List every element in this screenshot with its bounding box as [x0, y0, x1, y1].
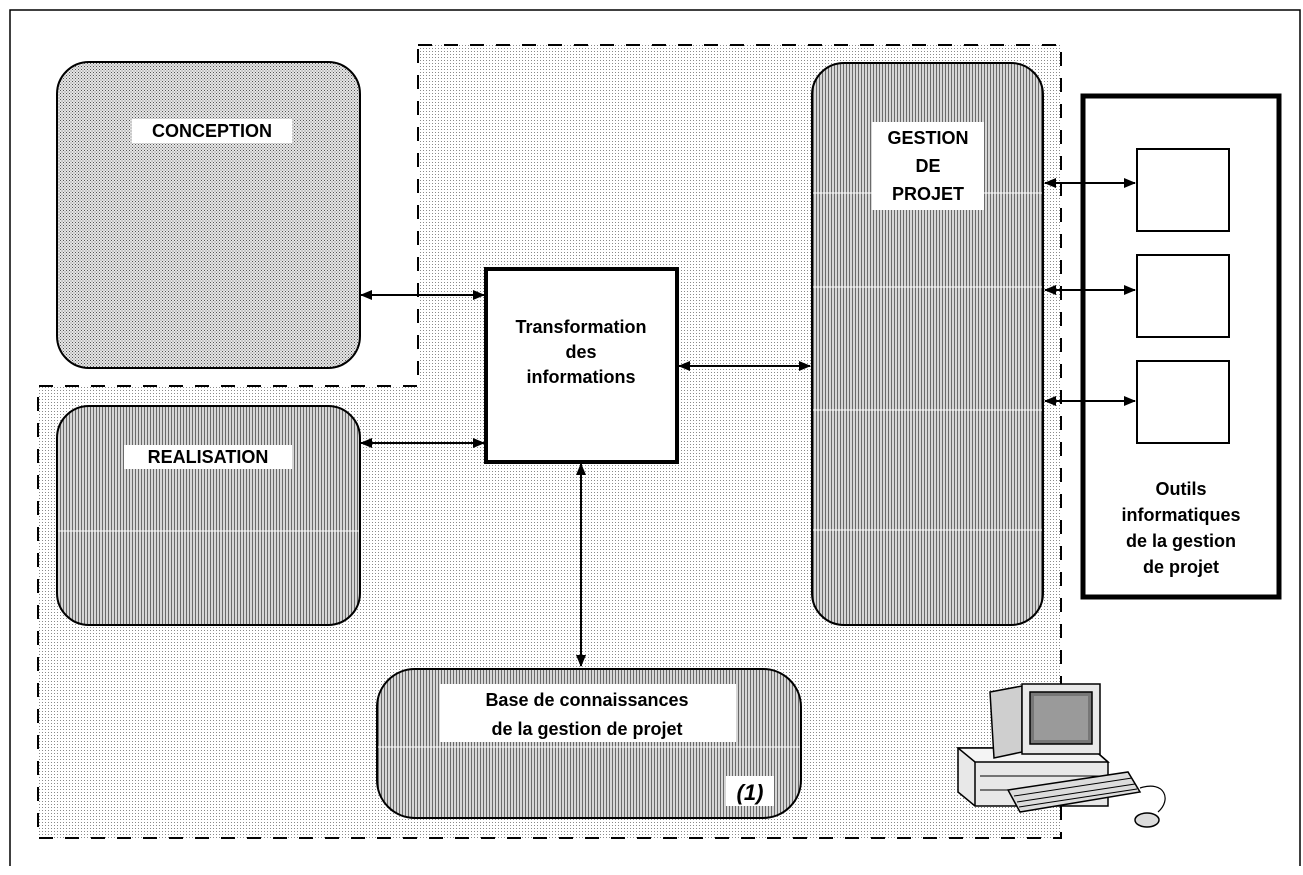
- gestion-line-2: DE: [915, 156, 940, 176]
- outils-line-3: de la gestion: [1126, 531, 1236, 551]
- base-line-1: Base de connaissances: [485, 690, 688, 710]
- outils-line-1: Outils: [1155, 479, 1206, 499]
- computer-icon: [955, 683, 1166, 828]
- outils-line-2: informatiques: [1121, 505, 1240, 525]
- node-transformation: Transformation des informations: [484, 267, 679, 464]
- node-outils: Outils informatiques de la gestion de pr…: [1080, 93, 1282, 600]
- base-tag: (1): [737, 780, 764, 805]
- gestion-line-3: PROJET: [892, 184, 964, 204]
- tool-box-1: [1136, 148, 1230, 232]
- transformation-line-3: informations: [526, 367, 635, 387]
- tool-box-2: [1136, 254, 1230, 338]
- node-base-connaissances: Base de connaissances de la gestion de p…: [376, 668, 802, 819]
- realisation-label: REALISATION: [148, 447, 269, 467]
- transformation-line-1: Transformation: [515, 317, 646, 337]
- transformation-line-2: des: [565, 342, 596, 362]
- conception-label: CONCEPTION: [152, 121, 272, 141]
- node-conception: CONCEPTION: [56, 61, 361, 369]
- node-realisation: REALISATION: [56, 405, 361, 626]
- tool-box-3: [1136, 360, 1230, 444]
- outils-line-4: de projet: [1143, 557, 1219, 577]
- node-gestion-de-projet: GESTION DE PROJET: [811, 62, 1044, 626]
- base-line-2: de la gestion de projet: [491, 719, 682, 739]
- connectors: [360, 178, 1136, 667]
- outer-frame: [9, 9, 1301, 866]
- gestion-line-1: GESTION: [887, 128, 968, 148]
